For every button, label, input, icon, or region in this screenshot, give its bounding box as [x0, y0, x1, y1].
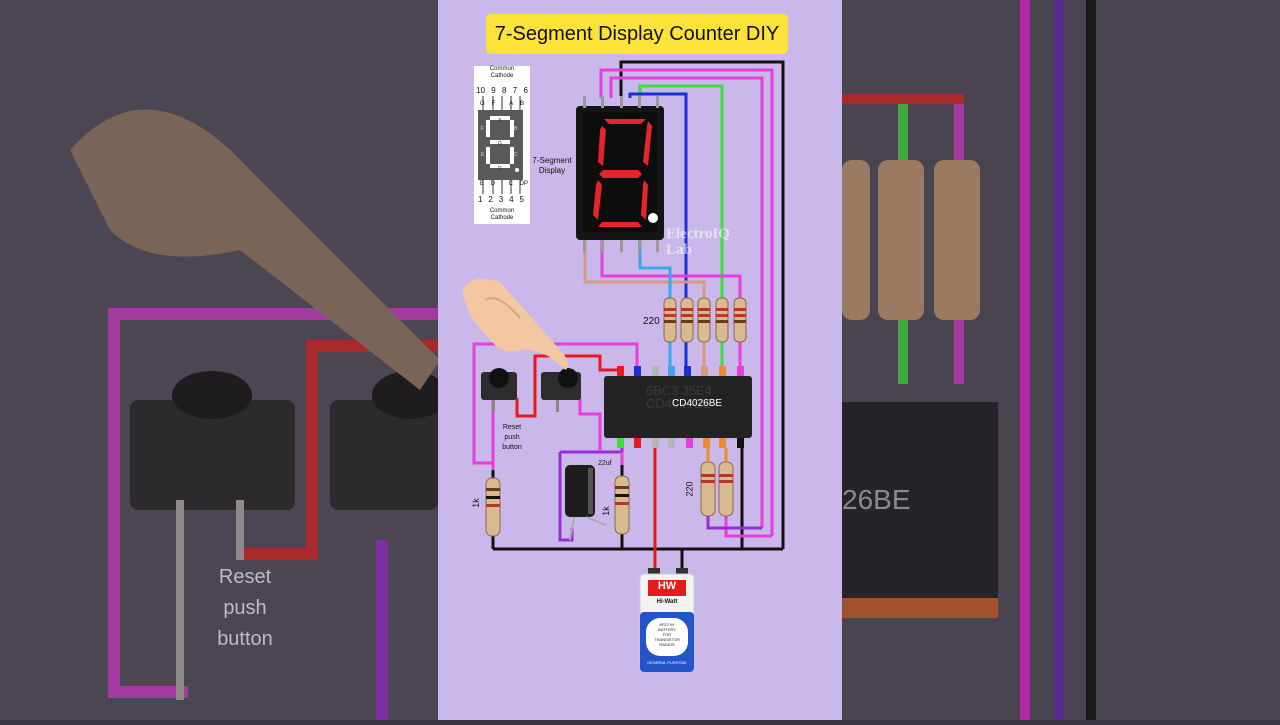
pinout-bottom-letters: E D C DP [480, 181, 528, 187]
pin-letter-a: A [509, 101, 514, 107]
background-right-art [842, 0, 1096, 720]
ic-print: 6BC3 J5E4 CD4026BE [646, 383, 712, 411]
pinout-segment-b: B [514, 126, 518, 132]
display-label: 7-Segment Display [532, 156, 572, 175]
seven-segment-display [576, 96, 664, 252]
pin-letter-dp: DP [519, 181, 528, 187]
background-left-art [70, 109, 448, 720]
pinout-segment-e: E [481, 152, 485, 158]
watermark: ElectroIQ Lab [666, 226, 730, 258]
pinout-segment-d: D [498, 166, 502, 172]
pin-letter-d: D [490, 181, 496, 187]
battery-purpose: GENERAL PURPOSE [647, 660, 687, 665]
pinout-top-caption: Common Cathode [489, 66, 515, 79]
capacitor-label: 22uf [598, 460, 612, 467]
pinout-card [474, 66, 530, 224]
battery-small-text: 6F22 9V BATTERY FOR TRANSISTOR RADIOS [654, 622, 680, 647]
reset-button-label: Reset push button [502, 424, 522, 451]
battery-9v [639, 568, 695, 673]
resistors-220-bottom [700, 448, 734, 517]
diagram-title: 7-Segment Display Counter DIY [494, 22, 780, 45]
resistor-220-top-label: 220 [643, 316, 660, 327]
pin-2: 2 [488, 195, 493, 204]
pinout-segment-f: F [481, 126, 485, 132]
wire-magenta-right [724, 516, 772, 538]
resistor-1k-left-label: 1k [470, 498, 481, 508]
resistor-1k-right-label: 1k [600, 506, 611, 516]
wire-skyblue [638, 240, 672, 300]
resistor-1k-left [485, 470, 501, 549]
pin-3: 3 [498, 195, 504, 204]
wire-tan [583, 240, 706, 300]
pinout-top-numbers: 10 9 8 7 6 [476, 86, 528, 95]
pinout-bottom-caption: Common Cathode [489, 208, 515, 221]
pinout-segment-g: G [498, 141, 502, 147]
pin-9: 9 [491, 86, 496, 95]
pin-letter-f: F [491, 101, 496, 107]
pin-6: 6 [523, 86, 528, 95]
background-ic-text: 26BE [842, 484, 911, 515]
resistors-220-top [663, 297, 747, 343]
wire-purple-button [560, 440, 624, 454]
pin-1: 1 [478, 195, 483, 204]
hand-pointer-illustration [462, 278, 568, 370]
wire-magenta-button2 [578, 398, 602, 450]
pinout-segment-a: A [498, 118, 502, 124]
pin-7: 7 [512, 86, 518, 95]
battery-brand-name: Hi-Watt [656, 599, 678, 605]
background-reset-label: Reset push button [217, 566, 273, 650]
ic-cd4026be [604, 366, 752, 448]
pinout-top-letters: G F A B [480, 101, 524, 107]
push-buttons [481, 368, 581, 412]
battery-brand: HW [657, 580, 677, 592]
wire-blue [628, 92, 688, 300]
capacitor-22uf [565, 465, 607, 541]
wire-red-buttons [515, 354, 620, 418]
resistor-220-bottom-label: 220 [684, 481, 695, 497]
background-left-panel: Reset push button [0, 0, 448, 720]
pinout-segment-c: C [514, 152, 518, 158]
pin-letter-b: B [519, 101, 524, 107]
pin-letter-c: C [508, 181, 513, 187]
resistor-1k-right [614, 465, 630, 549]
wire-green [638, 84, 724, 300]
pin-letter-e: E [480, 181, 485, 187]
pin-4: 4 [509, 195, 514, 204]
pin-5: 5 [519, 195, 524, 204]
wire-purple-right [706, 516, 762, 530]
wire-magenta-top1 [599, 68, 774, 536]
diagram-title-box: 7-Segment Display Counter DIY [486, 14, 788, 54]
wire-magenta-top2 [609, 76, 764, 528]
pin-8: 8 [501, 86, 507, 95]
pinout-bottom-numbers: 1 2 3 4 5 [478, 195, 524, 204]
pin-10: 10 [476, 86, 485, 95]
ic-label: CD4026BE [672, 398, 723, 409]
background-right-panel: 26BE [842, 0, 1280, 720]
wire-magenta-left [472, 342, 639, 465]
pin-letter-g: G [480, 101, 485, 107]
